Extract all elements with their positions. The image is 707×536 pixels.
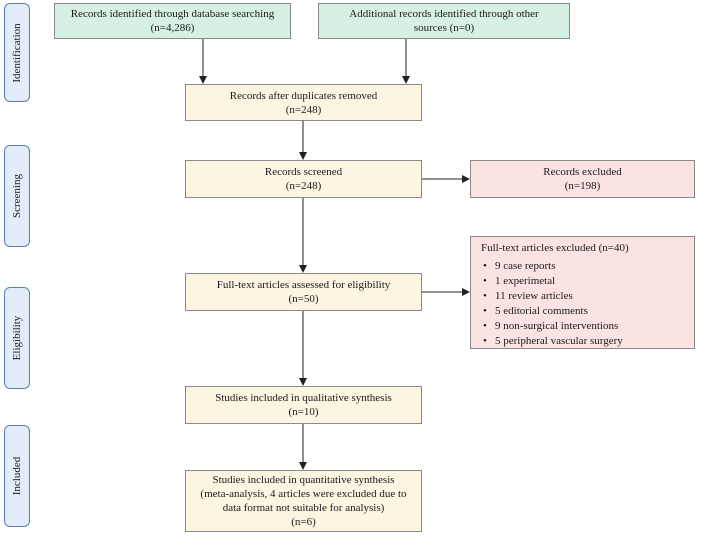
fulltext-assessed-text: Full-text articles assessed for eligibil… xyxy=(216,279,391,291)
phase-label-eligibility: Eligibility xyxy=(4,287,30,389)
database-records-count: (n=4,286) xyxy=(150,22,195,34)
exclusion-reason: 1 experimetal xyxy=(483,274,684,289)
exclusion-reason: 9 non-surgical interventions xyxy=(483,319,684,334)
quantitative-box: Studies included in quantitative synthes… xyxy=(185,470,422,532)
records-excluded-text: Records excluded xyxy=(543,166,622,178)
screened-text: Records screened xyxy=(264,166,343,178)
quantitative-note-2: data format not suitable for analysis) xyxy=(222,502,385,514)
additional-records-text: Additional records identified through ot… xyxy=(349,8,539,20)
fulltext-excluded-list: 9 case reports 1 experimetal 11 review a… xyxy=(481,259,684,349)
qualitative-text: Studies included in qualitative synthesi… xyxy=(215,392,392,404)
records-excluded-count: (n=198) xyxy=(564,180,601,192)
database-records-text: Records identified through database sear… xyxy=(70,8,275,20)
additional-records-count: sources (n=0) xyxy=(413,22,475,34)
phase-label-identification: Identification xyxy=(4,3,30,102)
quantitative-count: (n=6) xyxy=(291,516,316,528)
phase-label-screening: Screening xyxy=(4,145,30,247)
screened-count: (n=248) xyxy=(285,180,322,192)
qualitative-box: Studies included in qualitative synthesi… xyxy=(185,386,422,424)
exclusion-reason: 9 case reports xyxy=(483,259,684,274)
fulltext-assessed-count: (n=50) xyxy=(288,293,319,305)
fulltext-excluded-title: Full-text articles excluded (n=40) xyxy=(481,242,629,254)
fulltext-excluded-box: Full-text articles excluded (n=40) 9 cas… xyxy=(470,236,695,349)
after-duplicates-count: (n=248) xyxy=(285,103,322,116)
exclusion-reason: 11 review articles xyxy=(483,289,684,304)
phase-label-included: Included xyxy=(4,425,30,527)
records-excluded-box: Records excluded (n=198) xyxy=(470,160,695,198)
additional-records-box: Additional records identified through ot… xyxy=(318,3,570,39)
after-duplicates-box: Records after duplicates removed (n=248) xyxy=(185,84,422,121)
qualitative-count: (n=10) xyxy=(288,406,319,418)
after-duplicates-text: Records after duplicates removed xyxy=(229,89,378,102)
exclusion-reason: 5 peripheral vascular surgery xyxy=(483,334,684,349)
screened-box: Records screened (n=248) xyxy=(185,160,422,198)
quantitative-text: Studies included in quantitative synthes… xyxy=(212,474,395,486)
exclusion-reason: 5 editorial comments xyxy=(483,304,684,319)
database-records-box: Records identified through database sear… xyxy=(54,3,291,39)
fulltext-assessed-box: Full-text articles assessed for eligibil… xyxy=(185,273,422,311)
quantitative-note-1: (meta-analysis, 4 articles were excluded… xyxy=(200,488,407,500)
